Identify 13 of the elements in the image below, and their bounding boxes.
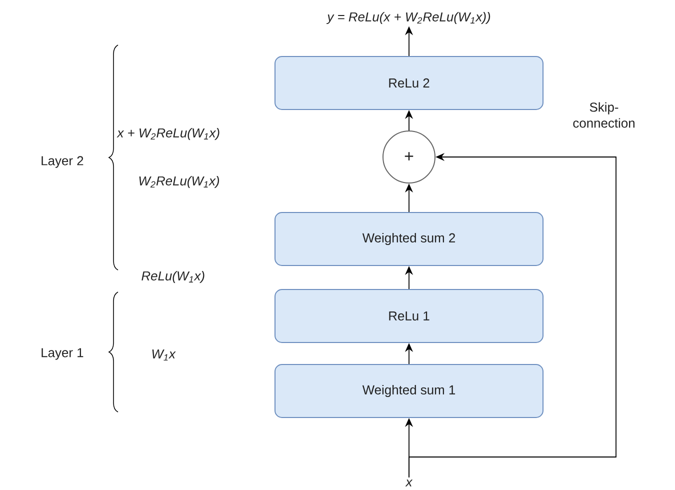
process-box: Weighted sum 1 — [274, 364, 544, 418]
formula-label: ReLu(W$_{1}$x) — [142, 270, 204, 284]
formula-label: W$_{1}$x — [152, 349, 176, 360]
output-label: y = ReLu(x + W$_{2}$ReLu(W$_{1}$x)) — [326, 12, 490, 24]
input-label: x — [405, 480, 413, 486]
formula-label: x + W$_{2}$ReLu(W$_{1}$x) — [116, 128, 220, 140]
layer-label: Layer 2 — [42, 156, 84, 168]
process-box: ReLu 2 — [274, 56, 544, 110]
layer-label: Layer 1 — [42, 348, 84, 360]
process-box: Weighted sum 2 — [274, 212, 544, 266]
edge-label: Skip- connection — [573, 102, 634, 128]
process-box: ReLu 1 — [274, 289, 544, 343]
formula-label: W$_{2}$ReLu(W$_{1}$x) — [139, 176, 220, 188]
